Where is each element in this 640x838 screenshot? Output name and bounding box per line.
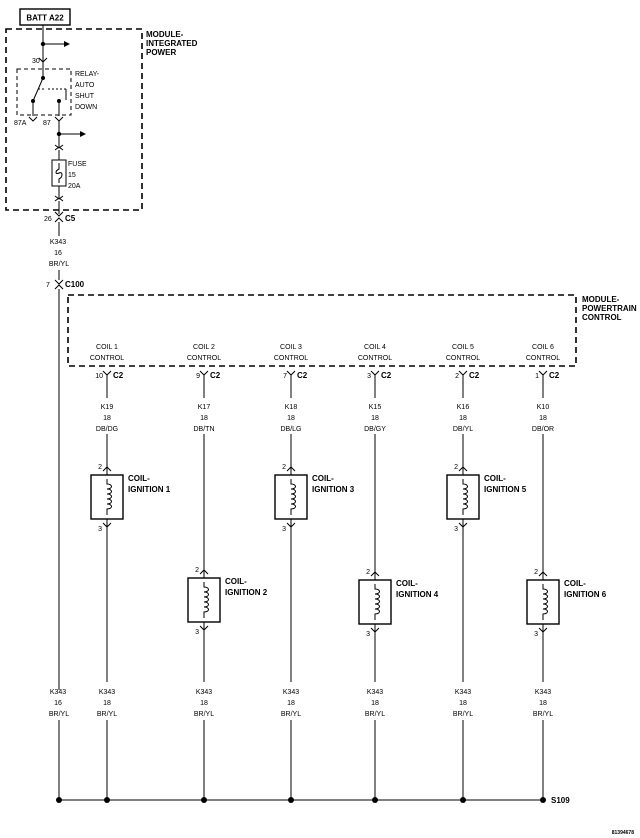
relay-pin-87: 87	[43, 120, 51, 127]
coil-pin-2: 2	[366, 569, 370, 576]
feed-wire-label: K343 16 BR/YL	[49, 239, 69, 268]
arrow-right-icon	[64, 41, 70, 47]
c2-name: C2	[297, 371, 308, 380]
coil-label: COIL-IGNITION 3	[312, 474, 355, 494]
relay-pin-30-connector	[38, 57, 48, 63]
c5-name: C5	[65, 214, 76, 223]
coil-label: COIL-IGNITION 1	[128, 474, 171, 494]
fuse-label: FUSE 15 20A	[68, 161, 89, 190]
c2-name: C2	[549, 371, 560, 380]
relay-pin-87a: 87A	[14, 120, 27, 127]
coil-pin-2: 2	[534, 569, 538, 576]
c2-connector	[102, 370, 112, 376]
coil-pin-3: 3	[98, 526, 102, 533]
coil-winding-icon	[374, 584, 380, 620]
coil-pin-2: 2	[282, 464, 286, 471]
coil-label: COIL-IGNITION 5	[484, 474, 527, 494]
c100-connector	[54, 279, 64, 285]
c2-name: C2	[113, 371, 124, 380]
c2-pin: 2	[455, 373, 459, 380]
coil-pin-3: 3	[282, 526, 286, 533]
battery-label: BATT A22	[26, 14, 64, 23]
coil-pin-2: 2	[195, 567, 199, 574]
splice-name: S109	[551, 796, 570, 805]
power-module-label: MODULE- INTEGRATED POWER	[146, 30, 200, 57]
c2-connector	[458, 370, 468, 376]
coil-pin-3: 3	[195, 629, 199, 636]
relay-auto-shutdown	[16, 68, 72, 116]
main-return-label: K343 16 BR/YL	[49, 689, 69, 718]
c2-connector	[286, 370, 296, 376]
figure-id: 81394678	[612, 830, 634, 836]
coil-pin-2: 2	[98, 464, 102, 471]
coil-label: COIL-IGNITION 6	[564, 579, 607, 599]
pcm-boundary	[67, 294, 577, 367]
coil-pin-3: 3	[454, 526, 458, 533]
c2-pin: 10	[95, 373, 103, 380]
fuse-icon	[55, 163, 63, 183]
coil-winding-icon	[462, 479, 468, 515]
coil-label: COIL-IGNITION 2	[225, 577, 268, 597]
c2-pin: 9	[196, 373, 200, 380]
coil-winding-icon	[290, 479, 296, 515]
c100-name: C100	[65, 280, 85, 289]
pcm-label: MODULE- POWERTRAIN CONTROL	[582, 295, 639, 322]
relay-pin-30: 30	[32, 58, 40, 65]
c2-connector	[538, 370, 548, 376]
splice-node-main	[56, 797, 62, 803]
c2-name: C2	[381, 371, 392, 380]
coil-winding-icon	[106, 479, 112, 515]
coil-label: COIL-IGNITION 4	[396, 579, 439, 599]
arrow-right-icon	[80, 131, 86, 137]
coil-pin-3: 3	[366, 631, 370, 638]
coil-pin-3: 3	[534, 631, 538, 638]
c2-connector	[199, 370, 209, 376]
coil-pin-2: 2	[454, 464, 458, 471]
c5-pin: 26	[44, 216, 52, 223]
c5-connector	[54, 211, 64, 217]
battery-box	[19, 8, 71, 26]
power-module-boundary	[5, 28, 143, 211]
coil-winding-icon	[542, 584, 548, 620]
coil-winding-icon	[203, 582, 209, 618]
c2-pin: 7	[283, 373, 287, 380]
c2-pin: 1	[535, 373, 539, 380]
c2-name: C2	[469, 371, 480, 380]
c2-name: C2	[210, 371, 221, 380]
c100-pin: 7	[46, 282, 50, 289]
c2-pin: 3	[367, 373, 371, 380]
c2-connector	[370, 370, 380, 376]
relay-label: RELAY- AUTO SHUT DOWN	[75, 71, 101, 111]
